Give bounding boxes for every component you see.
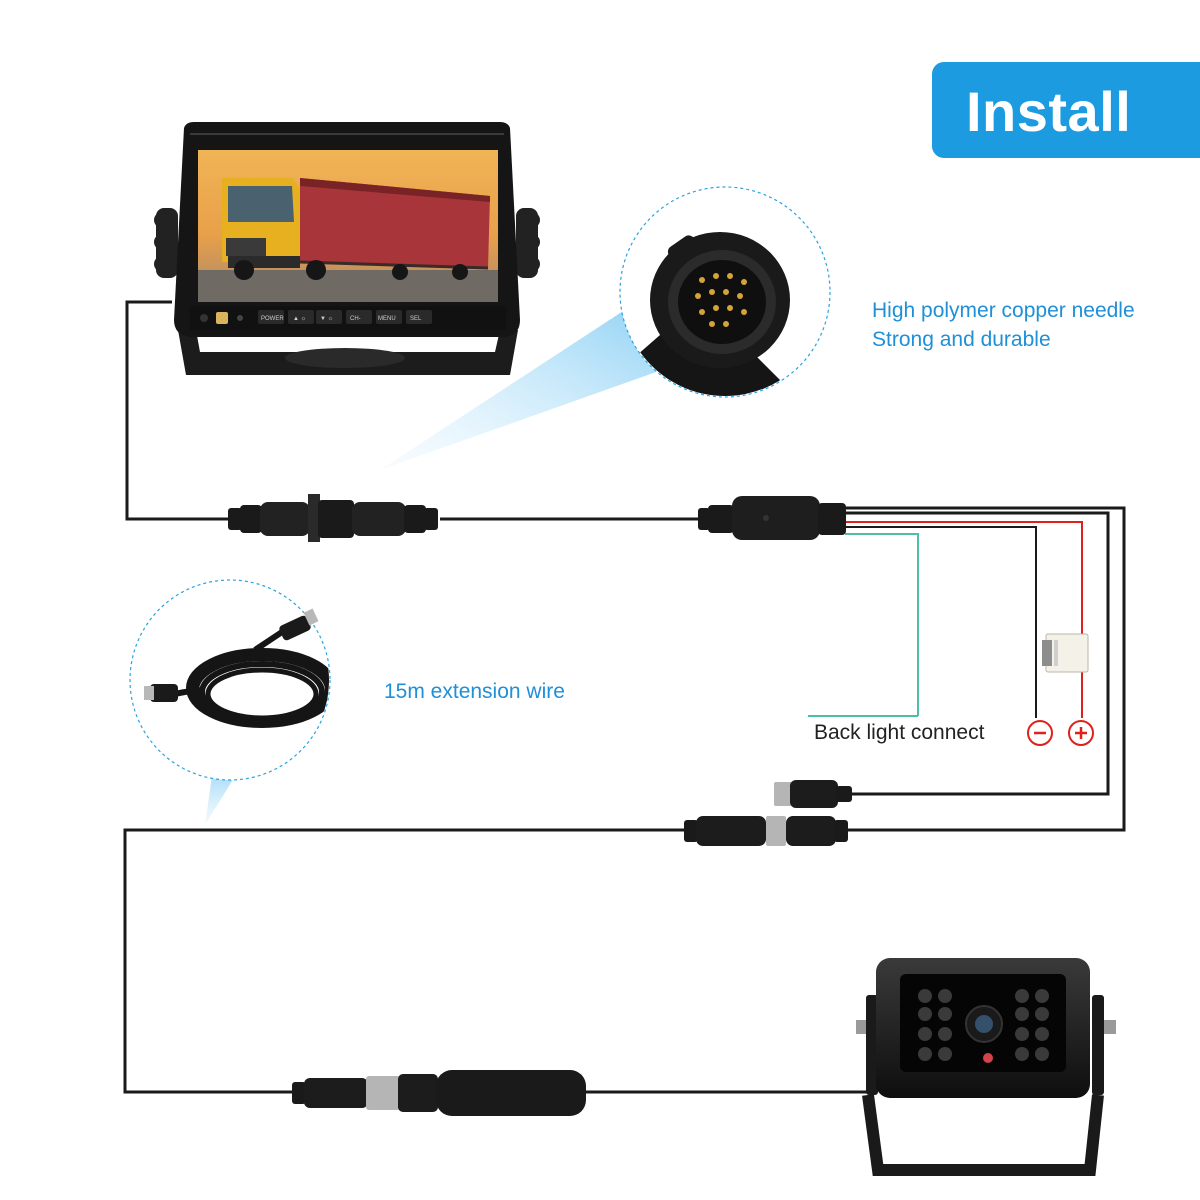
extension-cable: [125, 830, 685, 1092]
extension-callout: 15m extension wire: [384, 678, 565, 706]
button-label-sel: SEL: [410, 316, 422, 322]
monitor-knob-left: [154, 208, 178, 278]
button-label-menu: MENU: [378, 316, 396, 322]
polarity-markers: [1028, 721, 1093, 745]
monitor: POWER ▲ ☼ ▼ ☼ CH- MENU SEL: [154, 122, 540, 375]
connector-callout-line1: High polymer copper needle: [872, 297, 1135, 325]
camera-connector: [292, 1070, 586, 1116]
red-wire: [845, 522, 1082, 718]
camera-tap-connector: [774, 780, 852, 808]
page-title: Install: [966, 72, 1166, 152]
green-wire: [845, 534, 918, 716]
monitor-knob-right: [516, 208, 540, 278]
svg-text:▼ ☼: ▼ ☼: [320, 316, 333, 322]
monitor-connector-pair: [228, 494, 438, 542]
svg-text:▲ ☼: ▲ ☼: [293, 316, 306, 322]
connector-callout-line2: Strong and durable: [872, 326, 1051, 354]
extension-closeup: [130, 580, 334, 825]
button-label-power: POWER: [261, 316, 284, 322]
backup-camera: [856, 958, 1116, 1170]
negative-wire: [845, 527, 1036, 718]
back-light-label: Back light connect: [814, 719, 984, 747]
button-label-ch: CH-: [350, 316, 361, 322]
splitter-connector: [698, 496, 846, 540]
power-plug-icon: [1036, 634, 1088, 672]
extension-connector-pair: [684, 816, 848, 846]
